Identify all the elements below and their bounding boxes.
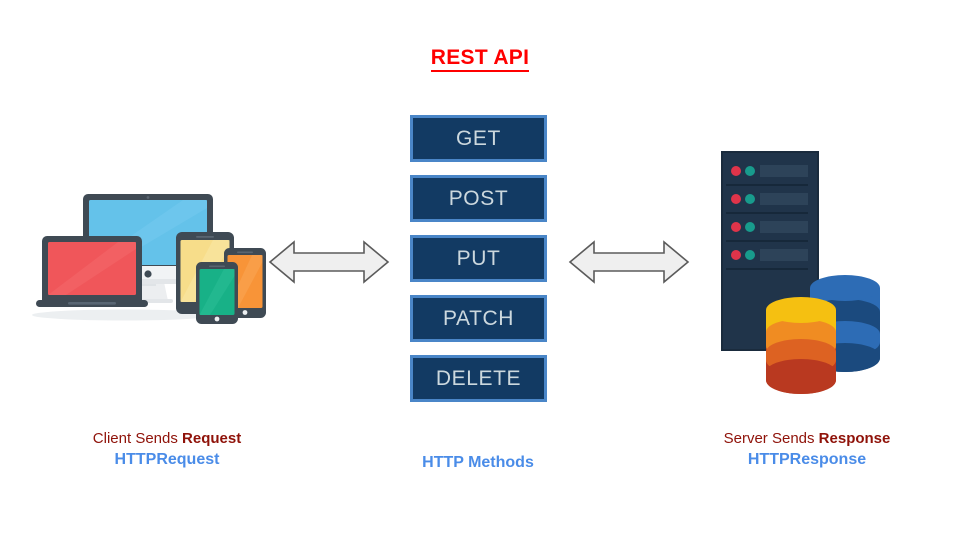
- page-title-text: REST API: [430, 46, 530, 72]
- method-box-put[interactable]: PUT: [410, 235, 547, 282]
- server-caption-line2: HTTPResponse: [747, 451, 867, 469]
- server-caption-line1: Server Sends Response: [657, 428, 957, 449]
- methods-caption-text: HTTP Methods: [422, 454, 534, 471]
- method-label: GET: [456, 126, 501, 150]
- client-caption-line2: HTTPRequest: [114, 451, 220, 469]
- server-database-illustration: [712, 142, 910, 400]
- method-label: POST: [448, 186, 509, 210]
- client-caption-line1: Client Sends Request: [17, 428, 317, 449]
- http-methods-list: GET POST PUT PATCH DELETE: [410, 115, 547, 402]
- method-box-delete[interactable]: DELETE: [410, 355, 547, 402]
- methods-caption: HTTP Methods: [378, 452, 578, 475]
- method-label: DELETE: [435, 366, 522, 390]
- client-caption-strong: Request: [182, 430, 242, 447]
- client-caption-prefix: Client Sends: [92, 430, 183, 447]
- method-box-get[interactable]: GET: [410, 115, 547, 162]
- client-devices-illustration: [28, 186, 266, 324]
- method-label: PUT: [456, 246, 501, 270]
- client-caption: Client Sends Request HTTPRequest: [17, 428, 317, 472]
- double-headed-arrow-right-icon: [568, 238, 690, 286]
- server-caption-prefix: Server Sends: [723, 430, 819, 447]
- method-box-patch[interactable]: PATCH: [410, 295, 547, 342]
- server-caption: Server Sends Response HTTPResponse: [657, 428, 957, 472]
- double-headed-arrow-left-icon: [268, 238, 390, 286]
- method-box-post[interactable]: POST: [410, 175, 547, 222]
- method-label: PATCH: [442, 306, 515, 330]
- server-caption-strong: Response: [818, 430, 891, 447]
- page-title: REST API: [0, 46, 960, 72]
